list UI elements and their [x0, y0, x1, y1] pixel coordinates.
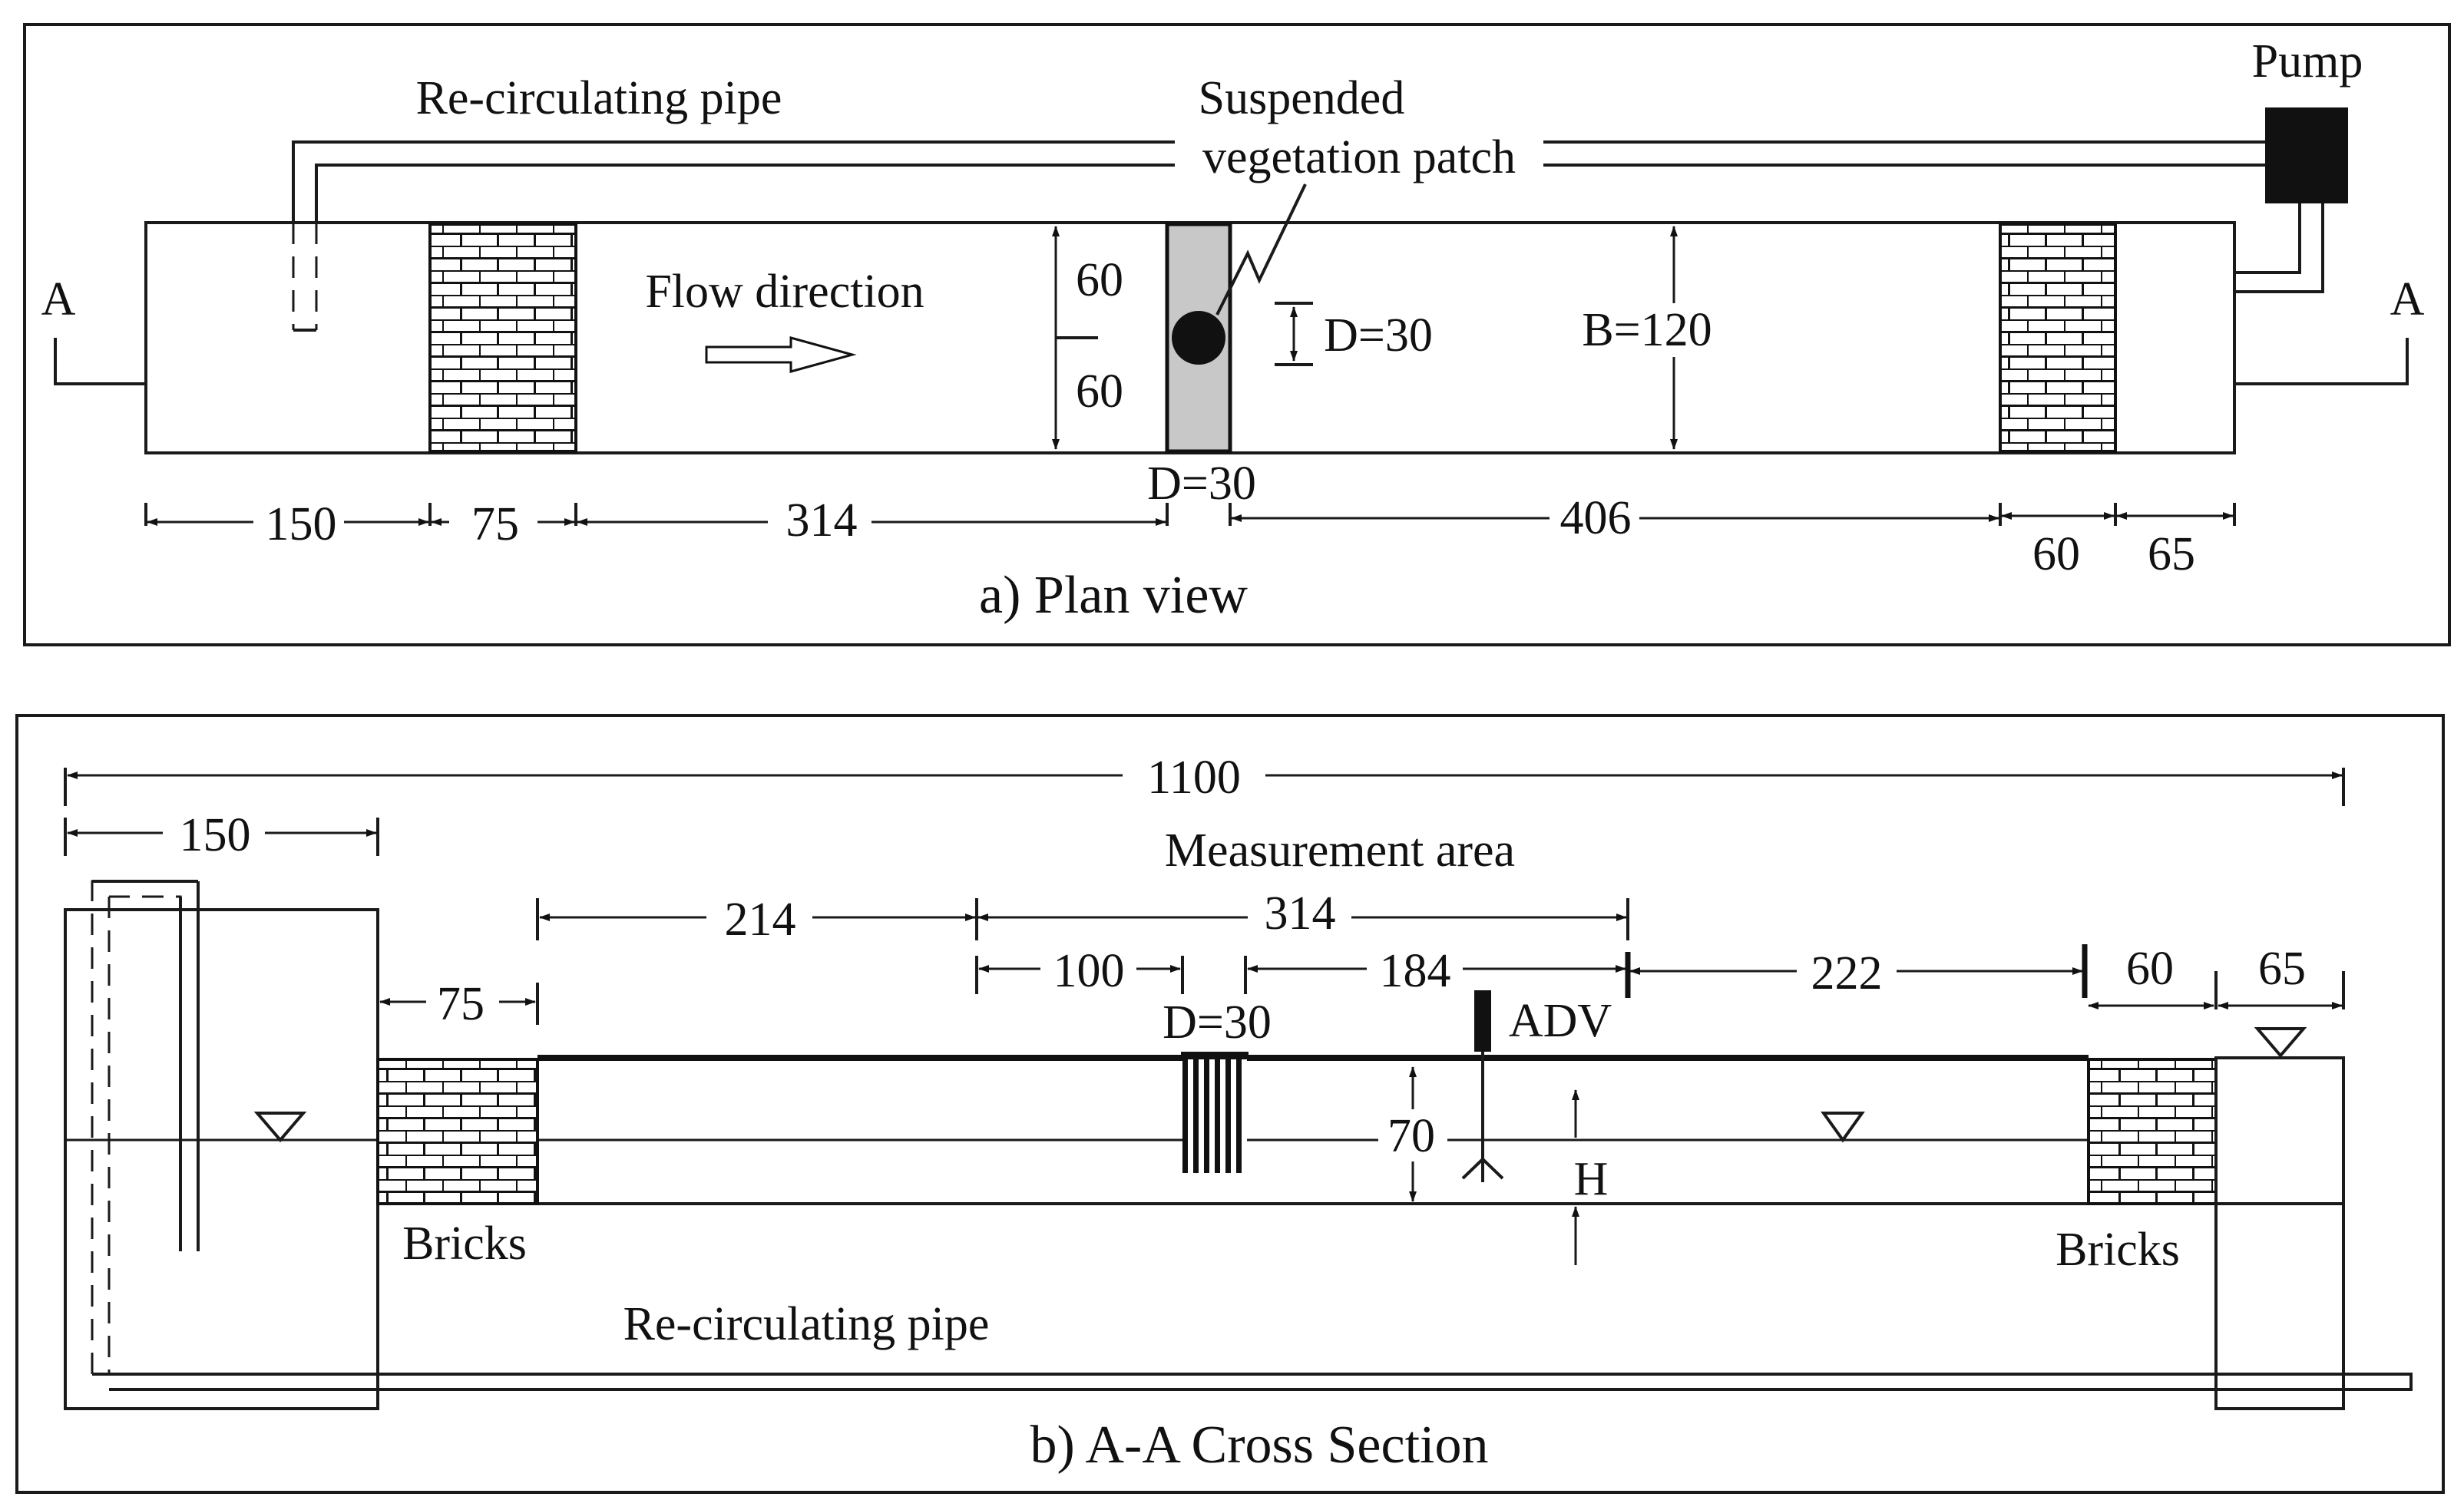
channel-water-level-icon	[1821, 1112, 1865, 1143]
bricks-right-label: Bricks	[2056, 1224, 2180, 1276]
plan-view-frame	[23, 23, 2451, 646]
adv-probe-stem	[1461, 1052, 1504, 1182]
depth-70-backing	[1378, 1109, 1447, 1161]
plan-view-panel: A A Pump Re-circulating pipe Suspended v…	[23, 23, 2451, 646]
plan-bricks-upstream	[428, 223, 577, 453]
inlet-recirculating-pipe	[91, 880, 200, 1374]
dim-75: 75	[437, 978, 485, 1030]
section-mark-right: A	[2390, 273, 2425, 325]
pump-icon	[2265, 107, 2348, 203]
vegetation-patch-cylinder	[1172, 311, 1225, 365]
plan-dim-406: 406	[1560, 492, 1632, 544]
inlet-water-level-icon	[253, 1112, 307, 1143]
dim-184: 184	[1380, 945, 1451, 997]
vegetation-stems	[1182, 1059, 1247, 1173]
outlet-tank	[2214, 1056, 2345, 1410]
patch-label-line2: vegetation patch	[1202, 131, 1516, 183]
adv-label: ADV	[1509, 995, 1612, 1047]
dim-65: 65	[2258, 943, 2306, 995]
plan-dim-75: 75	[471, 498, 519, 550]
plan-patch-width-below: D=30	[1147, 458, 1256, 510]
half-width-bottom: 60	[1076, 365, 1123, 418]
plan-view-caption: a) Plan view	[979, 566, 1248, 625]
dim-222: 222	[1811, 947, 1883, 1000]
channel-width-label: B=120	[1582, 304, 1712, 356]
plan-pipe-label: Re-circulating pipe	[416, 72, 782, 124]
dim-214: 214	[725, 894, 796, 946]
dim-100: 100	[1053, 945, 1125, 997]
flow-arrow-icon	[705, 336, 857, 373]
cross-section-panel: 1100 150 Measurement area Bricks Bricks	[15, 714, 2445, 1494]
return-pipe-hidden	[2216, 1373, 2343, 1391]
depth-70-label: 70	[1387, 1110, 1435, 1162]
total-length-label: 1100	[1147, 752, 1241, 804]
section-mark-right-line	[2234, 338, 2409, 385]
section-bricks-upstream	[376, 1058, 539, 1205]
patch-top-plate	[1181, 1052, 1249, 1061]
plan-dim-60: 60	[2032, 528, 2080, 580]
section-mark-left: A	[41, 273, 76, 325]
return-pipe	[92, 1373, 2413, 1391]
section-bricks-downstream	[2087, 1058, 2218, 1205]
plan-dim-150: 150	[266, 498, 337, 550]
plan-dim-65: 65	[2148, 528, 2195, 580]
patch-diameter-dimension	[1275, 302, 1313, 366]
measurement-area-label: Measurement area	[1165, 824, 1515, 877]
cross-section-caption: b) A-A Cross Section	[1030, 1416, 1489, 1475]
pump-label: Pump	[2252, 35, 2363, 88]
plan-dim-314: 314	[786, 494, 858, 547]
channel-width-backing	[1570, 303, 1724, 357]
outlet-water-level-icon	[2254, 1027, 2307, 1059]
cross-section-frame	[15, 714, 2445, 1494]
patch-leader-line	[1215, 183, 1307, 316]
section-pipe-label: Re-circulating pipe	[623, 1298, 990, 1350]
patch-label-line1: Suspended	[1199, 72, 1405, 124]
section-patch-label: D=30	[1163, 996, 1272, 1049]
row1-ticks	[536, 898, 1629, 940]
plan-recirculating-pipe	[292, 140, 2324, 332]
half-width-top: 60	[1076, 254, 1123, 306]
dim-60: 60	[2126, 943, 2174, 995]
plan-length-dimensions	[146, 503, 2236, 526]
dim-314: 314	[1265, 887, 1336, 940]
adv-probe-icon	[1474, 990, 1491, 1052]
depth-h-label: H	[1574, 1153, 1609, 1205]
patch-diameter-label: D=30	[1324, 309, 1433, 362]
flow-direction-label: Flow direction	[645, 266, 924, 318]
plan-bricks-downstream	[1999, 223, 2117, 453]
section-mark-left-line	[54, 338, 146, 385]
patch-label-backing	[1175, 129, 1543, 186]
inlet-tank	[64, 908, 379, 1410]
bricks-left-label: Bricks	[402, 1218, 527, 1270]
inlet-tank-length-label: 150	[180, 809, 251, 861]
